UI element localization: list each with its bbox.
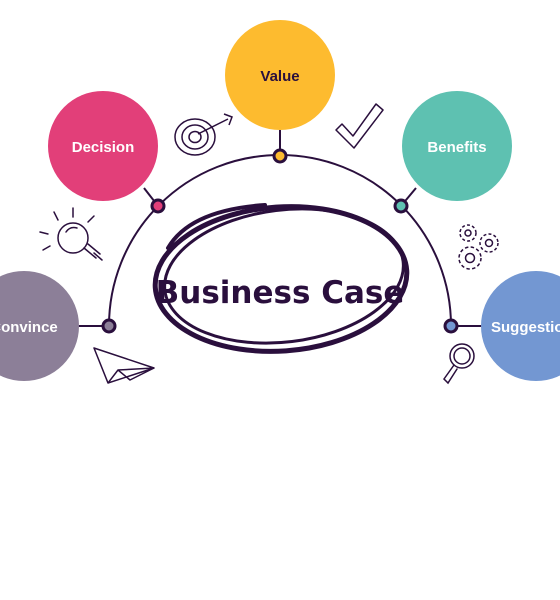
node-label-value: Value (260, 68, 299, 85)
connector-decision (143, 187, 166, 214)
center-scribble (152, 203, 410, 354)
paper-plane-icon (93, 347, 155, 384)
node-label-benefits: Benefits (427, 139, 486, 156)
target-icon (174, 113, 233, 156)
connector-benefits (393, 187, 417, 214)
connector-suggestions (443, 318, 482, 334)
node-value: Value (225, 20, 335, 130)
node-label-decision: Decision (72, 139, 135, 156)
node-convince: Convince (0, 271, 79, 381)
magnifier-icon (443, 343, 475, 385)
node-label-suggestions: Suggestions (491, 319, 560, 336)
node-benefits: Benefits (402, 91, 512, 201)
lightbulb-icon (39, 207, 103, 261)
checkmark-icon (335, 103, 384, 149)
connector-value (272, 130, 288, 164)
node-suggestions: Suggestions (481, 271, 560, 381)
node-label-convince: Convince (0, 319, 58, 336)
center-title: Business Case (156, 275, 405, 311)
connector-convince (78, 318, 117, 334)
node-decision: Decision (48, 91, 158, 201)
gears-icon (458, 224, 499, 270)
